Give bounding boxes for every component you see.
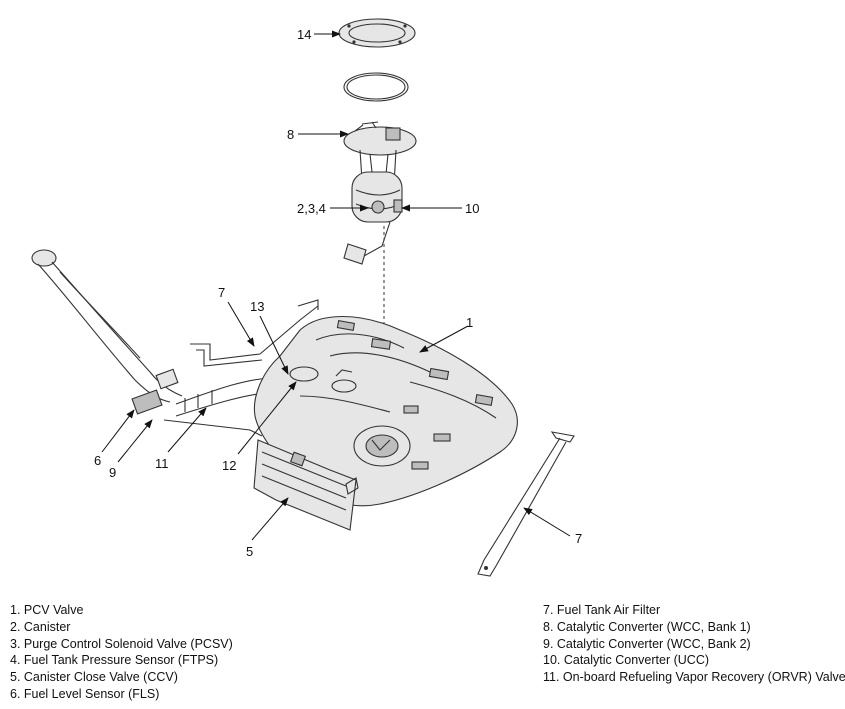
legend-item: 9. Catalytic Converter (WCC, Bank 2) — [543, 636, 751, 651]
callout-9: 9 — [109, 465, 116, 480]
legend-item: 11. On-board Refueling Vapor Recovery (O… — [543, 670, 845, 685]
legend-item: 4. Fuel Tank Pressure Sensor (FTPS) — [10, 653, 219, 668]
lock-ring-drawing — [338, 18, 416, 48]
callout-10: 10 — [465, 201, 479, 216]
callout-1: 1 — [466, 315, 473, 330]
legend-item: 6. Fuel Level Sensor (FLS) — [10, 686, 160, 701]
canister-drawing — [253, 439, 359, 531]
fuel-tank-drawing — [253, 316, 518, 507]
callout-7-lower: 7 — [575, 531, 582, 546]
callout-12: 12 — [222, 458, 236, 473]
callout-7-upper: 7 — [218, 285, 225, 300]
callout-8: 8 — [287, 127, 294, 142]
fuel-system-diagram: 14 8 2,3,4 10 7 13 1 6 9 11 12 5 7 — [31, 18, 582, 577]
callout-13: 13 — [250, 299, 264, 314]
legend-item: 1. PCV Valve — [10, 603, 84, 617]
callout-14: 14 — [297, 27, 311, 42]
legend-left-column: 1. PCV Valve 2. Canister 3. Purge Contro… — [10, 602, 233, 703]
legend-item: 5. Canister Close Valve (CCV) — [10, 670, 178, 685]
legend-item: 8. Catalytic Converter (WCC, Bank 1) — [543, 619, 751, 634]
gasket-drawing — [343, 72, 409, 102]
legend-item: 10. Catalytic Converter (UCC) — [543, 653, 710, 668]
legend-item: 7. Fuel Tank Air Filter — [543, 603, 661, 617]
filler-pipe-drawing — [31, 249, 183, 415]
legend-item: 3. Purge Control Solenoid Valve (PCSV) — [10, 636, 233, 651]
air-filter-drawing — [477, 431, 575, 577]
callout-6: 6 — [94, 453, 101, 468]
callout-11: 11 — [155, 456, 169, 471]
legend-right-column: 7. Fuel Tank Air Filter 8. Catalytic Con… — [543, 602, 845, 686]
fuel-pump-module-drawing — [343, 121, 417, 265]
callout-5: 5 — [246, 544, 253, 559]
leader-lines — [101, 30, 571, 541]
legend-item: 2. Canister — [10, 619, 71, 634]
callout-2-3-4: 2,3,4 — [297, 201, 326, 216]
